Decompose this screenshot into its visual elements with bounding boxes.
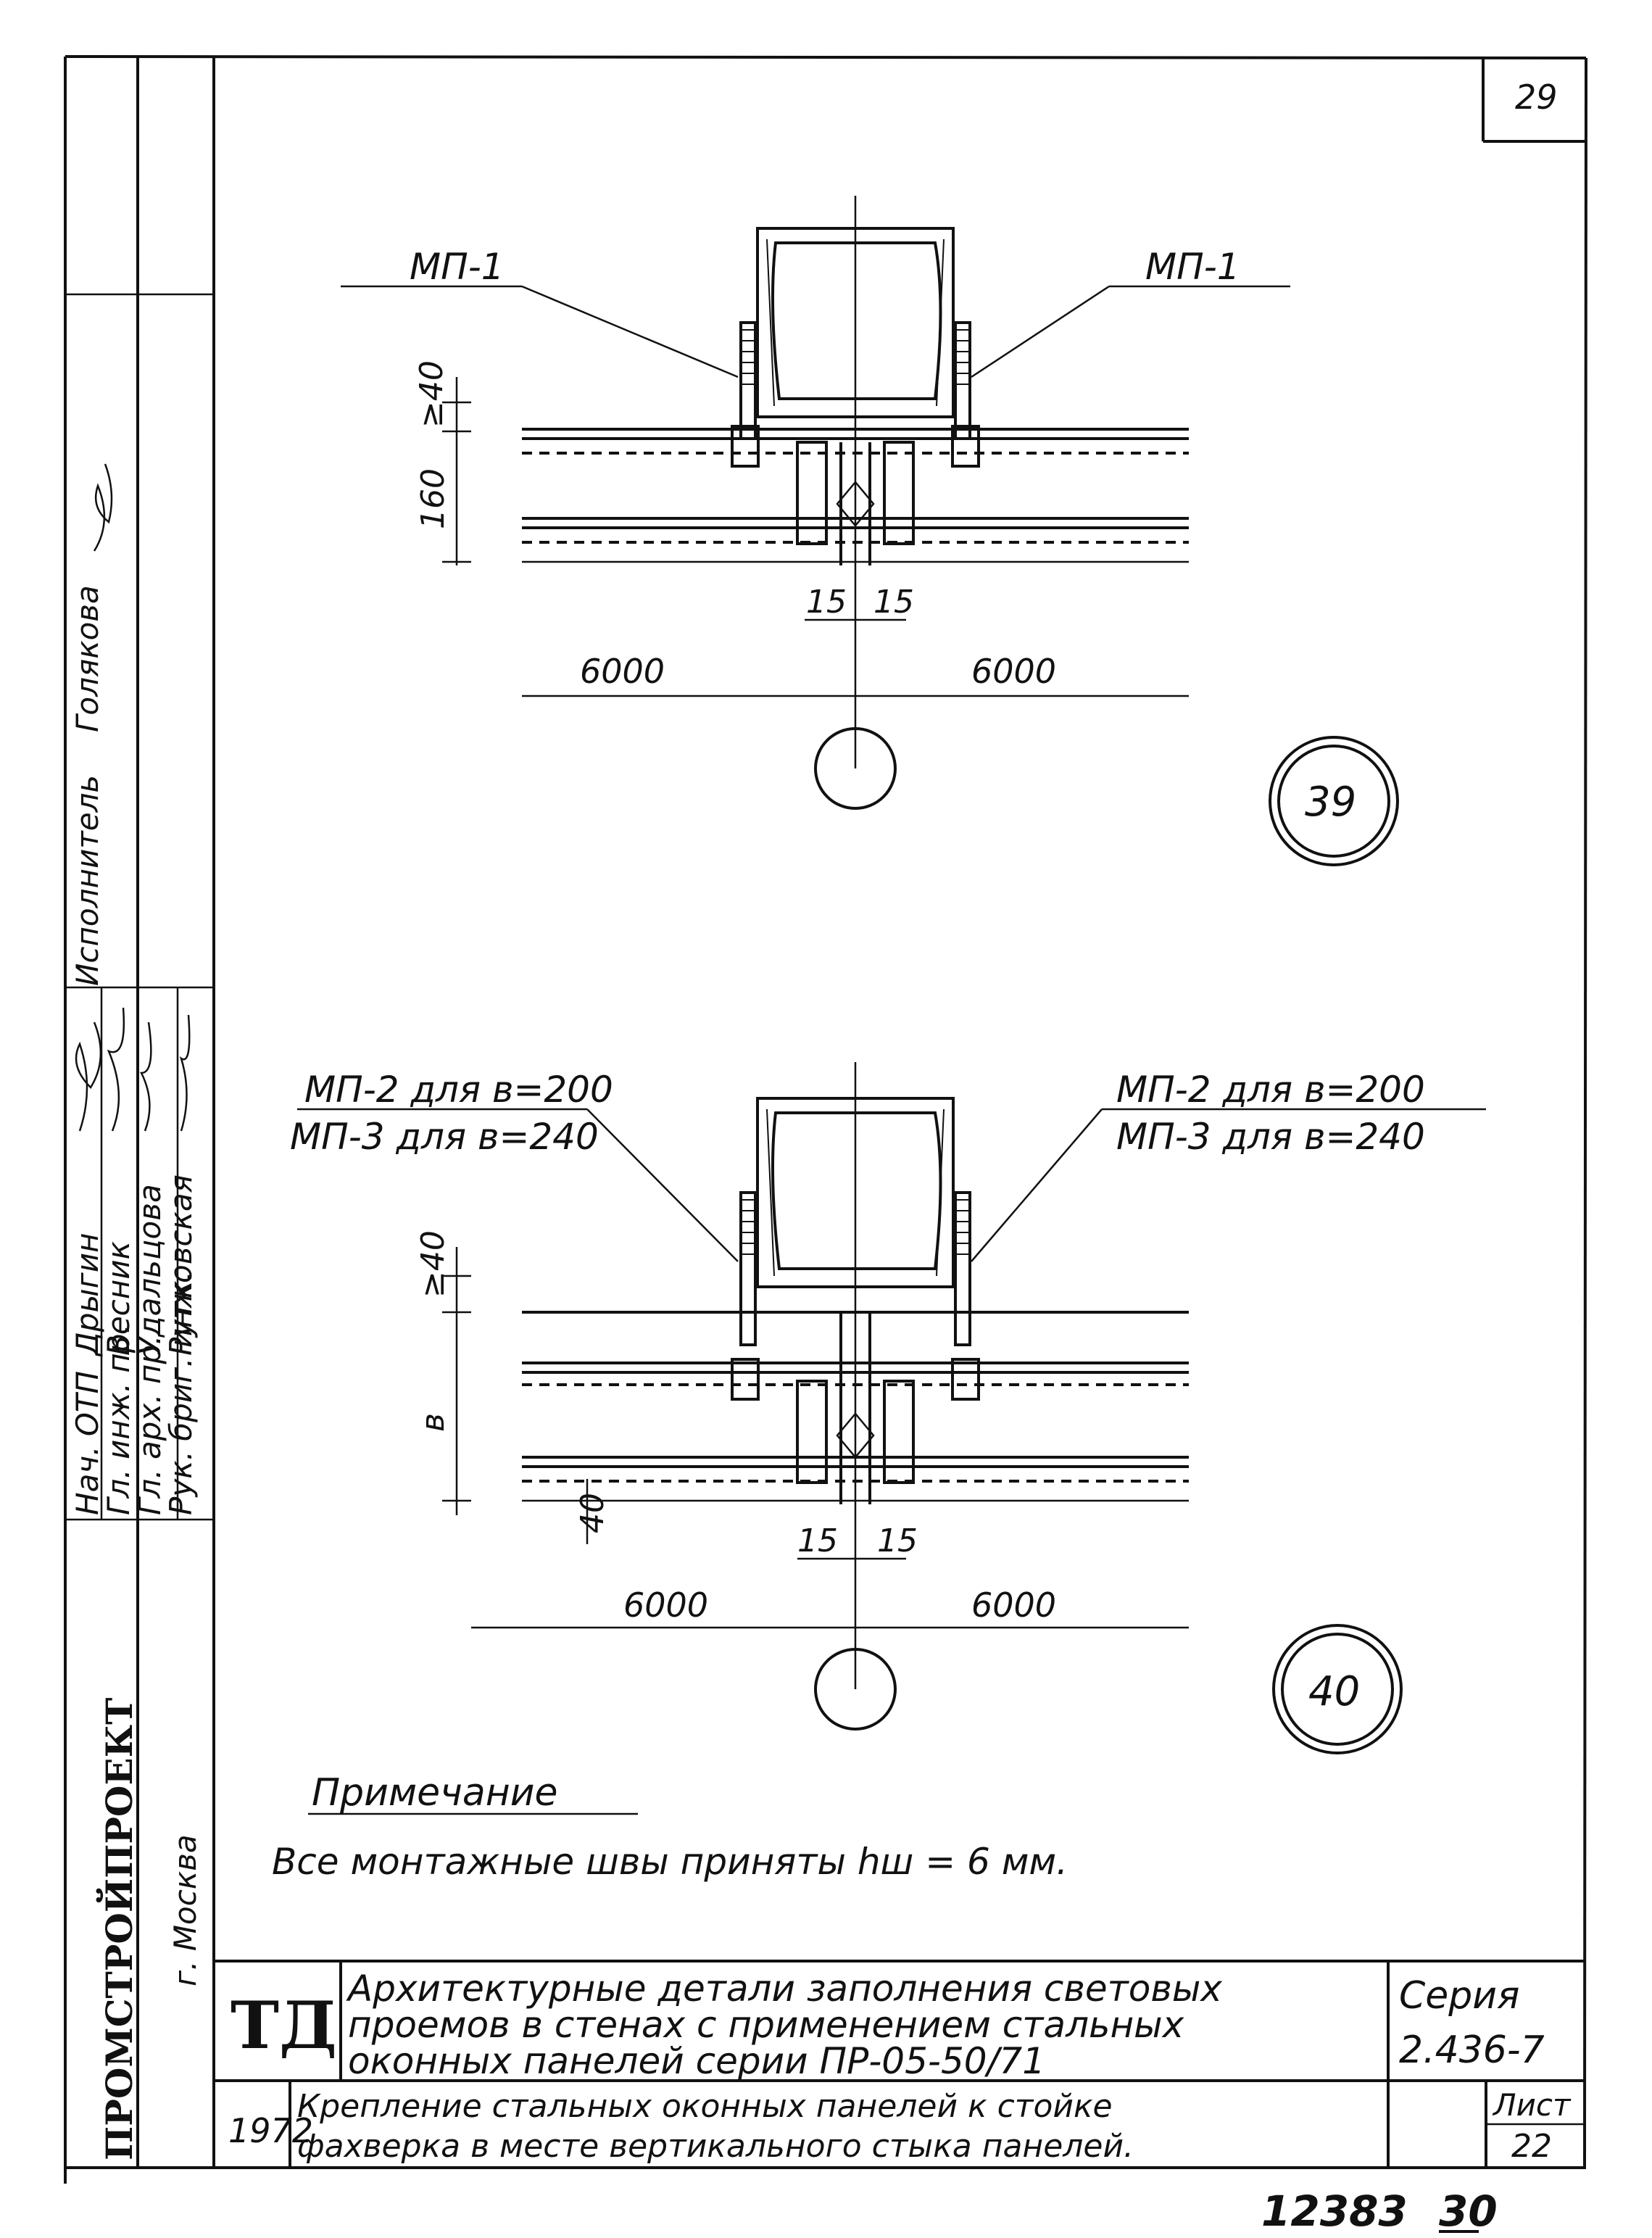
signature-4	[179, 1014, 191, 1132]
note-block: Примечание Все монтажные швы приняты hш …	[272, 1771, 1068, 1883]
detail-40-dim-joint-left: 15	[797, 1522, 838, 1559]
detail-40-dim-joint-right: 15	[877, 1522, 918, 1559]
role-1: Нач. ОТП	[70, 1371, 105, 1515]
name-4: Рутковская	[163, 1174, 199, 1356]
signature-3	[139, 1021, 152, 1132]
note-heading: Примечание	[312, 1771, 558, 1815]
role-2: Гл. инж. пр.	[101, 1324, 136, 1515]
sheet-frame	[64, 55, 1587, 2184]
detail-39: МП-1 МП-1 ≥40 160 15 15 6000 6000 39	[341, 196, 1399, 866]
org-city: г. Москва	[167, 1834, 203, 1986]
sheet-title-line-2: фахверка в месте вертикального стыка пан…	[297, 2128, 1134, 2165]
archive-page: 30	[1439, 2187, 1498, 2236]
sheet-number: 29	[1515, 78, 1558, 117]
detail-39-dim-top: ≥40	[413, 360, 450, 428]
role-3: Гл. арх. пр.	[132, 1335, 167, 1515]
title-block: ТД Архитектурные детали заполнения свето…	[214, 1960, 1586, 2168]
executor-role: Исполнитель	[70, 775, 105, 986]
archive-number: 12383	[1261, 2187, 1408, 2236]
detail-40-label-right-1: МП-2 для в=200	[1116, 1069, 1425, 1111]
role-4: Рук. бриг. инж.	[163, 1271, 199, 1515]
year: 1972	[228, 2111, 313, 2150]
detail-40: МП-2 для в=200 МП-3 для в=240 МП-2 для в…	[290, 1062, 1486, 1754]
detail-40-dim-top: ≥40	[415, 1230, 452, 1298]
detail-40-span-right: 6000	[971, 1586, 1056, 1625]
side-panel: ПРОМСТРОЙПРОЕКТ г. Москва Нач. ОТП Гл. и…	[70, 463, 203, 2160]
executor-name: Голякова	[70, 585, 105, 732]
detail-40-label-right-2: МП-3 для в=240	[1116, 1116, 1425, 1158]
title-line-3: оконных панелей серии ПР-05-50/71	[348, 2040, 1045, 2082]
td-logo: ТД	[231, 1987, 337, 2064]
name-1: Дрыгин	[70, 1233, 105, 1357]
sheet-number-box: 29	[1482, 58, 1586, 143]
detail-39-dim-joint-left: 15	[806, 584, 847, 621]
detail-40-label-left-2: МП-3 для в=240	[290, 1116, 599, 1158]
detail-39-span-left: 6000	[580, 652, 665, 691]
list-value: 22	[1511, 2128, 1552, 2165]
signature-1	[75, 1021, 102, 1132]
detail-40-dim-bottom: 40	[574, 1493, 611, 1533]
signature-2	[107, 1007, 125, 1132]
note-text: Все монтажные швы приняты hш = 6 мм.	[272, 1841, 1068, 1883]
detail-40-span-left: 6000	[623, 1586, 708, 1625]
title-line-2: проемов в стенах с применением стальных	[348, 2004, 1184, 2046]
signature-executor	[93, 463, 113, 552]
title-line-1: Архитектурные детали заполнения световых	[346, 1968, 1222, 2010]
list-label: Лист	[1492, 2087, 1572, 2123]
sheet-title-line-1: Крепление стальных оконных панелей к сто…	[297, 2088, 1113, 2125]
detail-39-dim-height: 160	[415, 468, 452, 529]
name-2: Весник	[101, 1240, 136, 1356]
detail-39-label-left: МП-1	[410, 246, 505, 288]
detail-40-dim-height: в	[415, 1413, 452, 1432]
detail-40-marker: 40	[1308, 1668, 1360, 1715]
detail-40-label-left-1: МП-2 для в=200	[304, 1069, 613, 1111]
series-value: 2.436-7	[1399, 2028, 1545, 2072]
detail-39-marker: 39	[1305, 779, 1356, 826]
series-label: Серия	[1399, 1974, 1519, 2018]
name-3: Удальцова	[132, 1184, 167, 1356]
detail-39-label-right: МП-1	[1145, 246, 1240, 288]
detail-39-dim-joint-right: 15	[873, 584, 914, 621]
org-name: ПРОМСТРОЙПРОЕКТ	[95, 1698, 141, 2160]
detail-39-span-right: 6000	[971, 652, 1056, 691]
